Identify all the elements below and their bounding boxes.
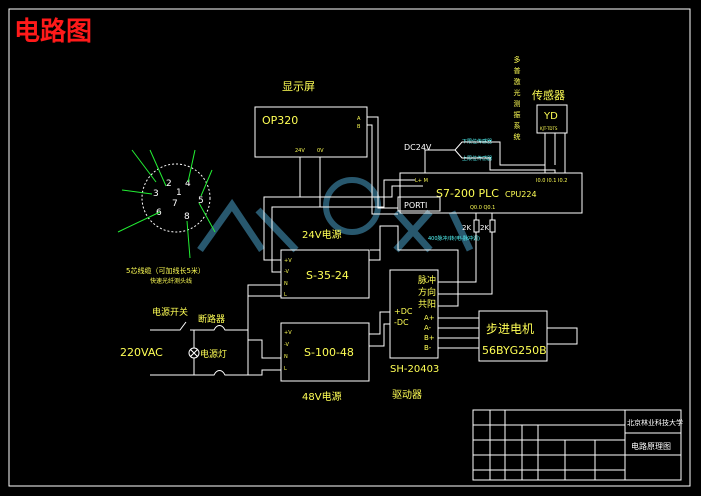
driver-name: 驱动器 <box>392 389 422 401</box>
switch-label: 电源开关 <box>152 306 188 318</box>
svg-text:B+: B+ <box>424 334 435 342</box>
title-block <box>472 409 682 481</box>
driver-box <box>389 269 439 359</box>
motor-shaft <box>546 327 578 345</box>
ps24-model: S-35-24 <box>306 269 349 282</box>
diagram-title: 电路图 <box>14 16 92 47</box>
svg-text:0V: 0V <box>317 148 324 154</box>
ps24-box <box>280 249 370 299</box>
dc24v-label: DC24V <box>404 143 432 152</box>
svg-text:L: L <box>284 366 287 372</box>
driver-dcp: +DC <box>394 307 413 316</box>
svg-text:8: 8 <box>184 212 190 222</box>
lamp-label: 电源灯 <box>200 348 227 360</box>
svg-text:-V: -V <box>284 269 290 275</box>
svg-text:B-: B- <box>424 344 432 352</box>
svg-text:B: B <box>357 124 361 130</box>
title-block-school: 北京林业科技大学 <box>627 418 683 427</box>
yd-box <box>536 104 568 134</box>
svg-text:N: N <box>284 281 288 287</box>
svg-text:L: L <box>284 292 287 298</box>
driver-dir: 方向 <box>418 286 436 298</box>
svg-text:A+: A+ <box>424 314 435 322</box>
svg-text:A-: A- <box>424 324 432 332</box>
svg-text:4: 4 <box>185 179 191 189</box>
display-label: 显示屏 <box>282 80 315 93</box>
wiring <box>150 116 566 376</box>
svg-text:L+ M: L+ M <box>415 178 428 184</box>
r1-label: 2K <box>462 224 471 232</box>
svg-text:N: N <box>284 354 288 360</box>
porti-box <box>397 196 441 212</box>
resistor-2 <box>489 219 496 233</box>
svg-text:I0.0 I0.1 I0.2: I0.0 I0.1 I0.2 <box>536 178 567 184</box>
op320-box <box>254 106 368 158</box>
drawing-border <box>8 8 691 487</box>
svg-text:-V: -V <box>284 342 290 348</box>
svg-text:5: 5 <box>198 196 204 206</box>
plc-box <box>399 172 583 214</box>
cpu-label: CPU224 <box>505 190 537 199</box>
svg-text:Q0.0 Q0.1: Q0.0 Q0.1 <box>470 205 495 211</box>
driver-model: SH-20403 <box>390 364 439 375</box>
op320-label: OP320 <box>262 114 298 127</box>
cable-sublabel: 快速光纤测头线 <box>150 277 192 285</box>
svg-text:2: 2 <box>166 179 172 189</box>
r2-label: 2K <box>480 224 489 232</box>
yd-label: YD <box>543 111 558 122</box>
breaker-label: 断路器 <box>198 313 225 325</box>
ps24-name: 24V电源 <box>302 228 342 241</box>
ps48-name: 48V电源 <box>302 390 342 403</box>
vertical-system-label: 多普激光测振系统 <box>513 55 521 144</box>
driver-pulse: 脉冲 <box>418 274 436 286</box>
svg-text:1: 1 <box>176 188 182 198</box>
svg-text:3: 3 <box>153 189 159 199</box>
title-block-drawing: 电路原理图 <box>631 441 671 451</box>
motor-model: 56BYG250B <box>482 344 547 357</box>
ps48-model: S-100-48 <box>304 346 354 359</box>
resistor-1 <box>473 219 480 233</box>
sensor-label: 传感器 <box>532 89 565 102</box>
connector-8pin: 3 2 4 1 5 6 7 8 <box>141 163 211 233</box>
driver-common: 共阳 <box>418 299 436 310</box>
cable-label: 5芯线缆（可加线长5米） <box>126 266 205 275</box>
svg-text:7: 7 <box>172 199 178 209</box>
svg-text:+V: +V <box>284 330 292 336</box>
svg-text:400脉冲/转(电-脉冲调): 400脉冲/转(电-脉冲调) <box>428 235 480 242</box>
svg-text:+V: +V <box>284 258 292 264</box>
svg-text:24V: 24V <box>295 148 305 154</box>
plc-label: S7-200 PLC <box>436 187 499 200</box>
svg-text:KJT-TDTS: KJT-TDTS <box>540 126 558 131</box>
driver-dcm: -DC <box>394 318 409 327</box>
porti-label: PORTI <box>404 201 427 210</box>
connector-wires <box>117 149 216 259</box>
ac-label: 220VAC <box>120 346 163 359</box>
svg-text:A: A <box>357 116 361 122</box>
ps48-box <box>280 322 370 382</box>
motor-name: 步进电机 <box>486 322 534 336</box>
